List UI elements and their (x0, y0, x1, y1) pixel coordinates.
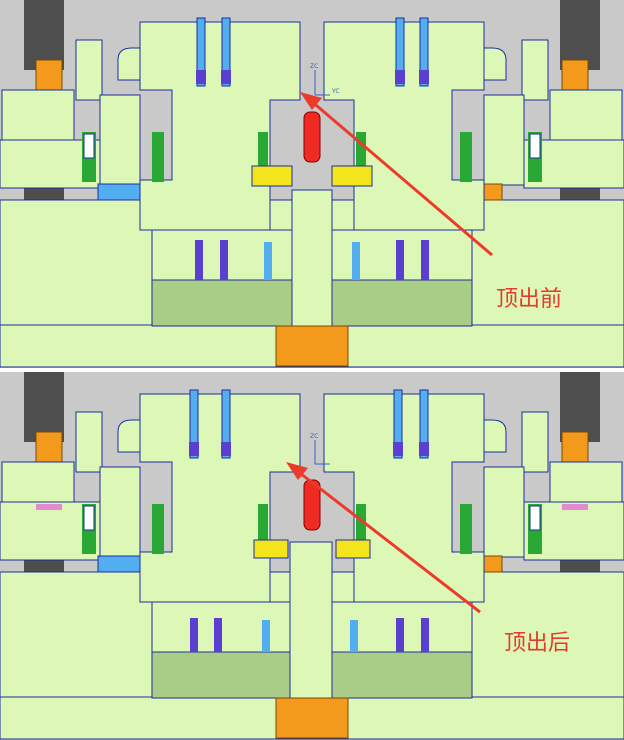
mold-panel-before: ZC YC 顶出前 (0, 0, 624, 368)
axis-zc-label: ZC (310, 63, 318, 70)
panel-divider (0, 368, 624, 372)
axis-zc-label-after: ZC (310, 433, 318, 440)
right-guide-column (560, 0, 600, 70)
left-guide-column (24, 0, 64, 70)
mold-section-after: ZC 顶出后 (0, 372, 624, 740)
right-orange-bushing (561, 59, 589, 93)
left-orange-bushing (35, 59, 63, 93)
mold-panel-after: ZC 顶出后 (0, 372, 624, 740)
axis-yc-label: YC (331, 88, 340, 95)
annotation-arrow-after (295, 468, 481, 614)
label-after-ejection: 顶出后 (504, 631, 570, 656)
annotation-arrow-before (309, 98, 493, 257)
mold-section-before: ZC YC 顶出前 (0, 0, 624, 368)
label-before-ejection: 顶出前 (496, 287, 562, 312)
